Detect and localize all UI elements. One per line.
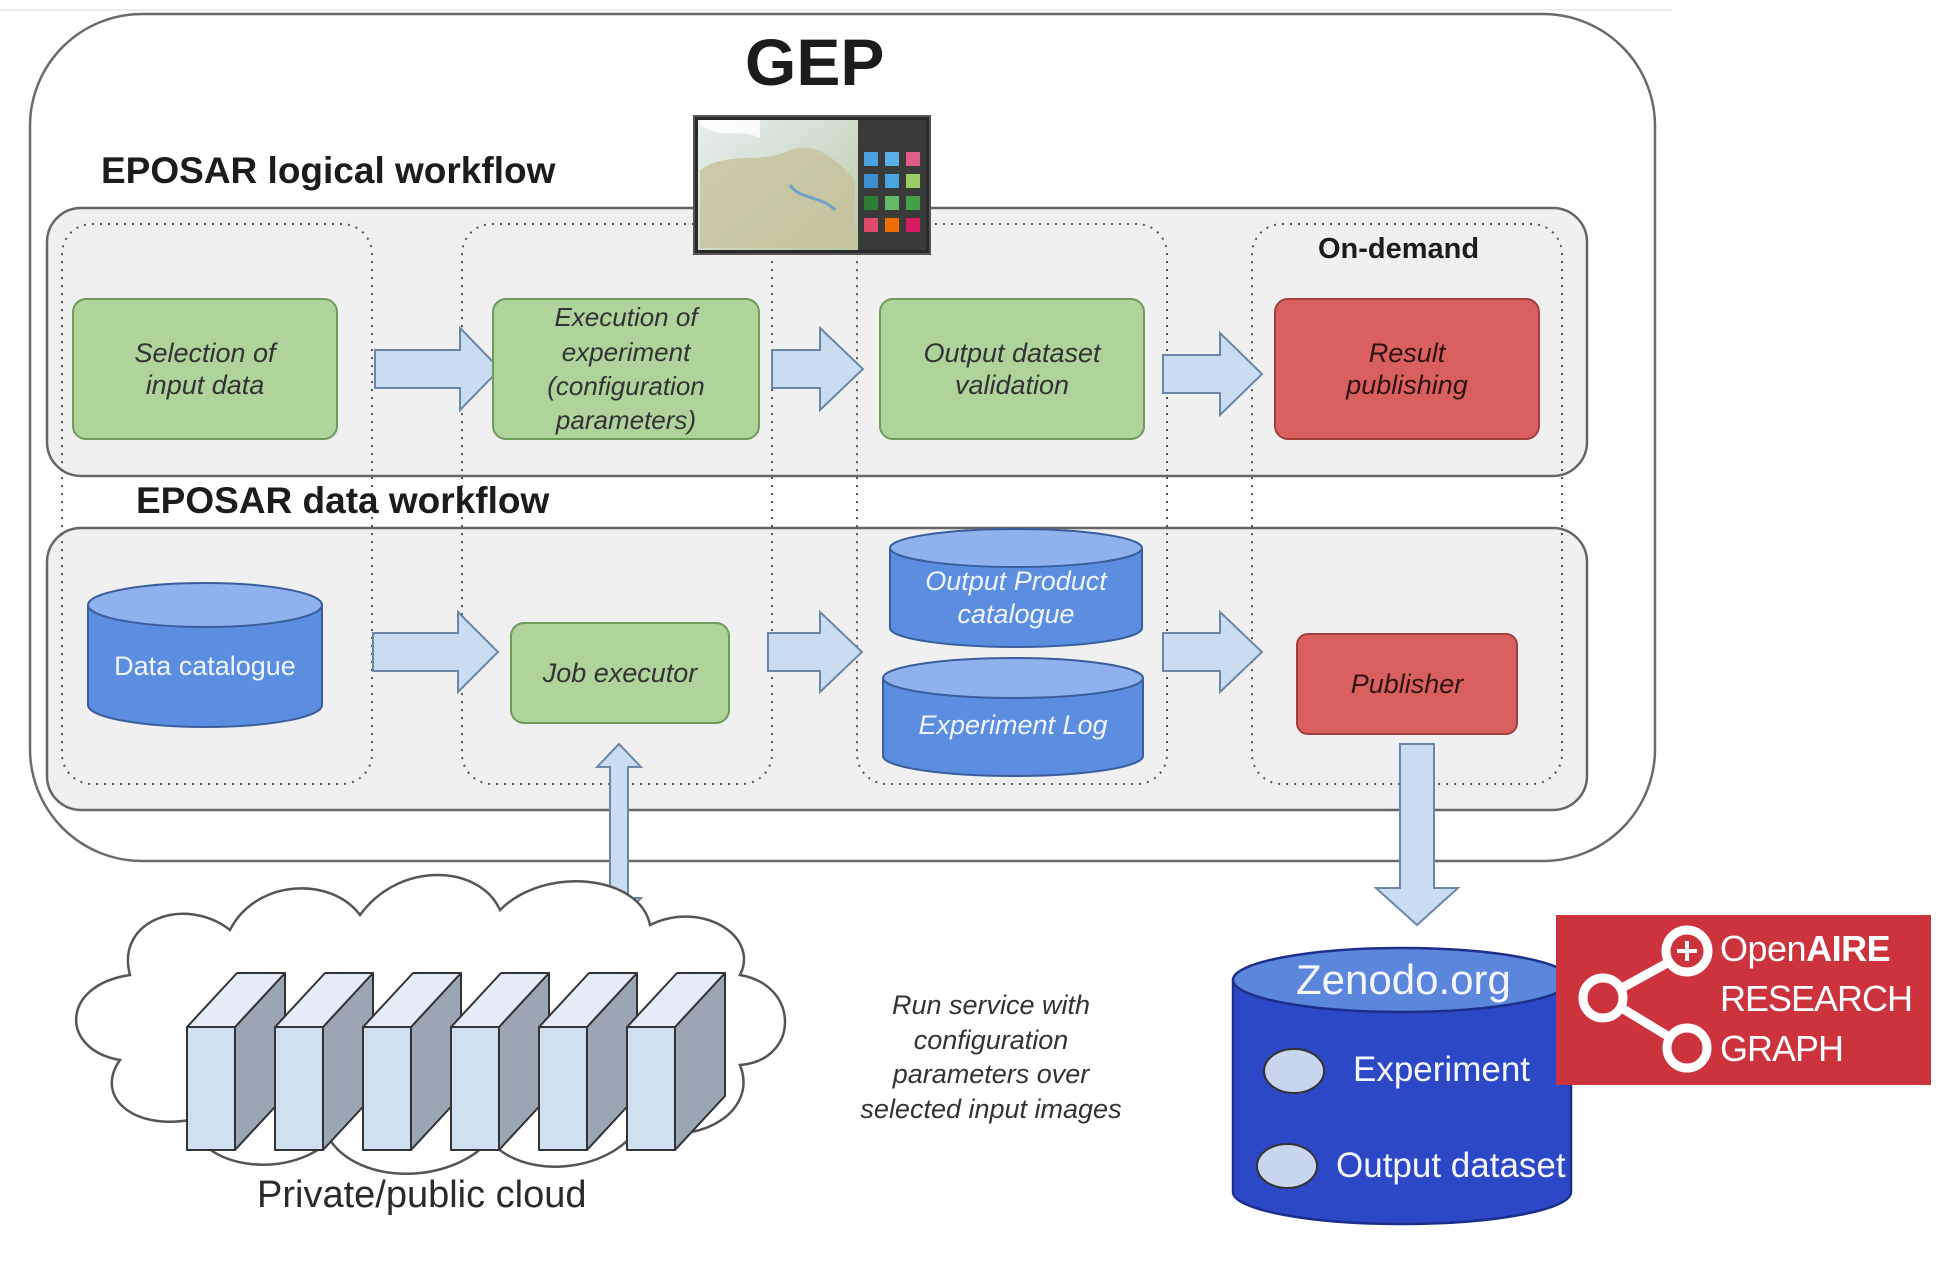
step-result-publishing: Result publishing [1274,298,1540,440]
output-dataset-ellipse [1256,1143,1318,1189]
zenodo-title: Zenodo.org [1296,956,1511,1003]
arrow-publisher-zenodo [1373,743,1461,927]
experiment-log-label: Experiment Log [918,709,1108,740]
openaire-research: RESEARCH [1720,978,1913,1019]
zenodo-item-experiment: Experiment [1353,1050,1531,1089]
server-front-4 [450,1026,500,1151]
server-top-6 [626,972,726,1028]
map-tool-button [885,196,899,210]
map-tool-button [885,174,899,188]
gep-title: GEP [745,25,885,99]
server-top-4 [450,972,550,1028]
column-1-boundary [61,223,373,785]
data-workflow-title: EPOSAR data workflow [136,480,550,521]
map-tool-button [864,196,878,210]
experiment-ellipse [1263,1048,1325,1094]
openaire-name: OpenAIRE [1720,928,1891,970]
server-top-1 [186,972,286,1028]
publisher-box: Publisher [1296,633,1518,735]
map-tool-button [864,152,878,166]
server-top-2 [274,972,374,1028]
cloud-label: Private/public cloud [257,1174,587,1216]
arrow-data-3 [1162,609,1264,695]
openaire-graph-icon [1578,925,1713,1073]
data-catalogue-cylinder [87,582,323,728]
server-top-5 [538,972,638,1028]
arrow-logical-3 [1162,330,1264,418]
map-tool-button [864,218,878,232]
server-front-6 [626,1026,676,1151]
zenodo-item-output-dataset: Output dataset [1336,1146,1566,1185]
server-rack [186,972,726,1151]
map-tool-button [906,152,920,166]
cloud-note: Run service with configuration parameter… [860,990,1122,1124]
arrow-logical-2 [771,325,865,413]
openaire-graph: GRAPH [1720,1028,1844,1069]
server-front-2 [274,1026,324,1151]
output-product-catalogue-label: Output Product catalogue [925,566,1107,629]
arrow-logical-1 [374,325,502,413]
arrow-data-1 [372,609,500,695]
server-top-3 [362,972,462,1028]
step-output-dataset-validation: Output dataset validation [879,298,1145,440]
map-tool-buttons [864,152,920,232]
openaire-open: Open [1720,928,1807,969]
experiment-log-cylinder [882,657,1144,777]
step-execution-of-experiment: Execution of experiment (configuration p… [492,298,760,440]
step-selection-of-input-data: Selection of input data [72,298,338,440]
data-catalogue-label: Data catalogue [114,650,296,681]
on-demand-label: On-demand [1318,233,1480,265]
logical-workflow-title: EPOSAR logical workflow [101,150,556,191]
map-tool-button [864,174,878,188]
server-front-5 [538,1026,588,1151]
server-front-1 [186,1026,236,1151]
job-executor-box: Job executor [510,622,730,724]
server-front-3 [362,1026,412,1151]
map-tool-button [885,218,899,232]
openaire-aire: AIRE [1806,928,1891,969]
map-tool-button [885,152,899,166]
map-tool-button [906,218,920,232]
column-3-boundary [856,223,1168,785]
arrow-data-2 [767,609,864,695]
map-tool-button [906,174,920,188]
map-tool-button [906,196,920,210]
map-screenshot-thumbnail [693,115,931,255]
output-product-catalogue-cylinder [889,528,1143,648]
